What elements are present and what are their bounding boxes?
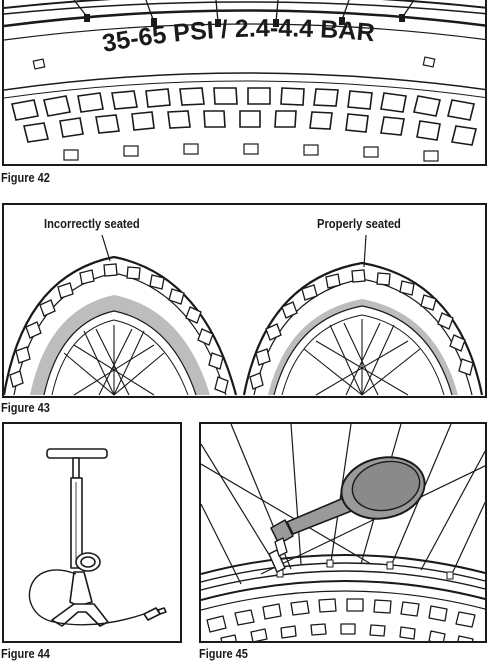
floor-pump-icon [28,448,167,627]
figure-45-panel [199,422,487,643]
leader-line-incorrect [101,234,111,262]
tire-sidewall-illustration: 35-65 PSI / 2.4-4.4 BAR [4,0,485,162]
figure-44-panel [2,422,182,643]
tire-bead-comparison-illustration [4,234,484,396]
figure-45-caption: Figure 45 [199,647,248,661]
figure-43-caption: Figure 43 [1,401,50,415]
incorrectly-seated-tire [4,255,238,396]
figure-43-panel: Incorrectly seated Properly seated [2,203,487,398]
pressure-gauge-on-valve-illustration [201,424,485,641]
label-incorrectly-seated: Incorrectly seated [44,216,140,231]
leader-line-proper [363,234,367,268]
figure-44-caption: Figure 44 [1,647,50,661]
sidewall-pressure-text: 35-65 PSI / 2.4-4.4 BAR [100,14,376,58]
figure-42-caption: Figure 42 [1,171,50,185]
figure-42-panel: 35-65 PSI / 2.4-4.4 BAR [2,0,487,166]
properly-seated-tire [242,261,484,396]
label-properly-seated: Properly seated [317,216,401,231]
